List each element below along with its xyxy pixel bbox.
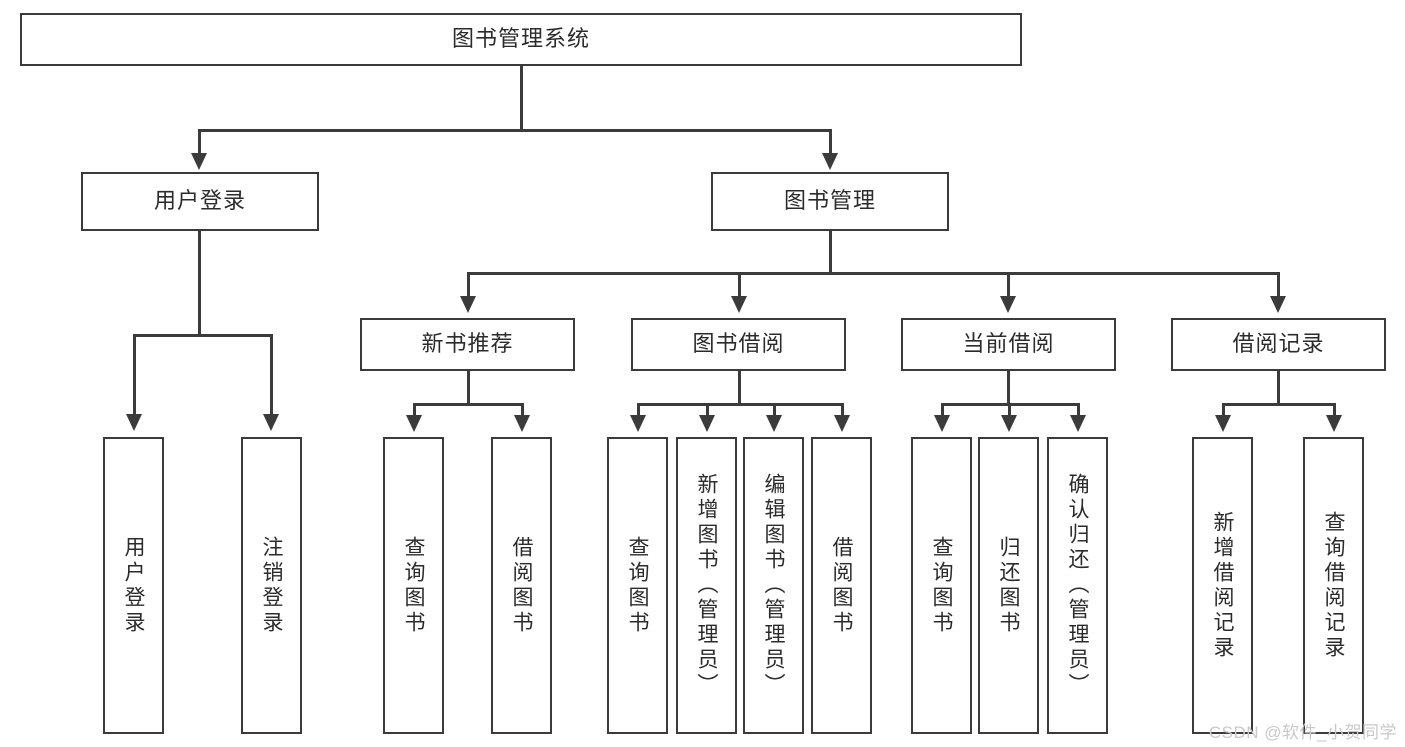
- leaf-bb-add-book[interactable]: 新增图书（管理员）: [676, 437, 737, 734]
- leaf-cb-confirm-return[interactable]: 确认归还（管理员）: [1047, 437, 1108, 734]
- node-current-borrow[interactable]: 当前借阅: [901, 318, 1116, 371]
- arrowhead-book-mgmt: [822, 153, 838, 170]
- leaf-nb-query-book[interactable]: 查询图书: [383, 437, 444, 734]
- connector-book-borrow-stem: [738, 371, 741, 404]
- leaf-br-add-record-label: 新增借阅记录: [1211, 510, 1234, 661]
- connector-br-leaf1: [1222, 403, 1225, 419]
- connector-root-bus: [198, 129, 831, 132]
- arrowhead-nb-leaf1: [406, 415, 422, 432]
- connector-bb-leaf4: [841, 403, 844, 419]
- arrowhead-nb-leaf2: [514, 415, 530, 432]
- arrowhead-leaf-user-login: [126, 414, 142, 431]
- connector-user-login-leaf1: [133, 334, 136, 418]
- node-book-borrow[interactable]: 图书借阅: [631, 318, 846, 371]
- connector-to-book-borrow: [738, 272, 741, 300]
- leaf-logout-label: 注销登录: [260, 535, 283, 636]
- connector-book-mgmt-bus: [467, 272, 1279, 275]
- connector-new-book-bus: [413, 403, 523, 406]
- node-root[interactable]: 图书管理系统: [20, 13, 1022, 66]
- connector-cb-leaf1: [941, 403, 944, 419]
- leaf-nb-query-book-label: 查询图书: [402, 535, 425, 636]
- connector-bb-leaf3: [773, 403, 776, 419]
- leaf-cb-confirm-return-label: 确认归还（管理员）: [1066, 473, 1089, 698]
- node-user-login-label: 用户登录: [153, 188, 246, 214]
- node-book-management-label: 图书管理: [783, 188, 876, 214]
- arrowhead-new-book-recommend: [460, 296, 476, 313]
- leaf-cb-query-book[interactable]: 查询图书: [911, 437, 972, 734]
- connector-borrow-record-bus: [1222, 403, 1335, 406]
- connector-user-login-leaf2: [270, 334, 273, 418]
- node-book-borrow-label: 图书借阅: [692, 331, 785, 357]
- connector-book-borrow-bus: [637, 403, 843, 406]
- arrowhead-br-leaf1: [1215, 415, 1231, 432]
- leaf-nb-borrow-book-label: 借阅图书: [510, 535, 533, 636]
- connector-to-current-borrow: [1007, 272, 1010, 300]
- leaf-logout[interactable]: 注销登录: [241, 437, 302, 734]
- node-user-login[interactable]: 用户登录: [81, 172, 319, 231]
- connector-new-book-leaf1: [413, 403, 416, 419]
- leaf-nb-borrow-book[interactable]: 借阅图书: [491, 437, 552, 734]
- arrowhead-bb-leaf2: [699, 415, 715, 432]
- connector-new-book-stem: [467, 371, 470, 404]
- node-new-book-recommend-label: 新书推荐: [421, 331, 514, 357]
- leaf-br-query-record-label: 查询借阅记录: [1322, 510, 1345, 661]
- leaf-bb-add-book-label: 新增图书（管理员）: [695, 473, 718, 698]
- leaf-bb-edit-book[interactable]: 编辑图书（管理员）: [743, 437, 804, 734]
- leaf-cb-query-book-label: 查询图书: [930, 535, 953, 636]
- connector-root-stem: [520, 66, 523, 130]
- connector-current-borrow-bus: [941, 403, 1080, 406]
- connector-root-to-user-login: [198, 129, 201, 157]
- arrowhead-leaf-logout: [263, 414, 279, 431]
- connector-borrow-record-stem: [1277, 371, 1280, 404]
- leaf-br-query-record[interactable]: 查询借阅记录: [1303, 437, 1364, 734]
- node-book-management[interactable]: 图书管理: [711, 172, 949, 231]
- leaf-cb-return-book[interactable]: 归还图书: [978, 437, 1039, 734]
- leaf-bb-borrow-book[interactable]: 借阅图书: [811, 437, 872, 734]
- leaf-bb-query-book[interactable]: 查询图书: [607, 437, 668, 734]
- arrowhead-current-borrow: [1000, 296, 1016, 313]
- leaf-br-add-record[interactable]: 新增借阅记录: [1192, 437, 1253, 734]
- arrowhead-user-login: [191, 153, 207, 170]
- connector-user-login-bus: [133, 334, 272, 337]
- connector-cb-leaf3: [1077, 403, 1080, 419]
- arrowhead-bb-leaf4: [834, 415, 850, 432]
- connector-new-book-leaf2: [521, 403, 524, 419]
- connector-br-leaf2: [1333, 403, 1336, 419]
- arrowhead-br-leaf2: [1326, 415, 1342, 432]
- connector-user-login-stem: [198, 231, 201, 335]
- connector-cb-leaf2: [1008, 403, 1011, 419]
- arrowhead-cb-leaf3: [1070, 415, 1086, 432]
- arrowhead-bb-leaf3: [766, 415, 782, 432]
- connector-bb-leaf2: [706, 403, 709, 419]
- leaf-bb-edit-book-label: 编辑图书（管理员）: [762, 473, 785, 698]
- node-root-label: 图书管理系统: [451, 26, 590, 52]
- leaf-user-login-label: 用户登录: [122, 535, 145, 636]
- connector-root-to-book-mgmt: [829, 129, 832, 157]
- node-current-borrow-label: 当前借阅: [962, 331, 1055, 357]
- arrowhead-cb-leaf1: [934, 415, 950, 432]
- leaf-bb-query-book-label: 查询图书: [626, 535, 649, 636]
- node-borrow-record[interactable]: 借阅记录: [1171, 318, 1386, 371]
- leaf-cb-return-book-label: 归还图书: [997, 535, 1020, 636]
- arrowhead-cb-leaf2: [1001, 415, 1017, 432]
- connector-bb-leaf1: [637, 403, 640, 419]
- arrowhead-book-borrow: [731, 296, 747, 313]
- leaf-bb-borrow-book-label: 借阅图书: [830, 535, 853, 636]
- arrowhead-bb-leaf1: [630, 415, 646, 432]
- connector-current-borrow-stem: [1007, 371, 1010, 404]
- connector-to-borrow-record: [1277, 272, 1280, 300]
- leaf-user-login[interactable]: 用户登录: [103, 437, 164, 734]
- arrowhead-borrow-record: [1270, 296, 1286, 313]
- node-new-book-recommend[interactable]: 新书推荐: [360, 318, 575, 371]
- connector-to-new-book: [467, 272, 470, 300]
- connector-book-mgmt-stem: [829, 231, 832, 273]
- node-borrow-record-label: 借阅记录: [1232, 331, 1325, 357]
